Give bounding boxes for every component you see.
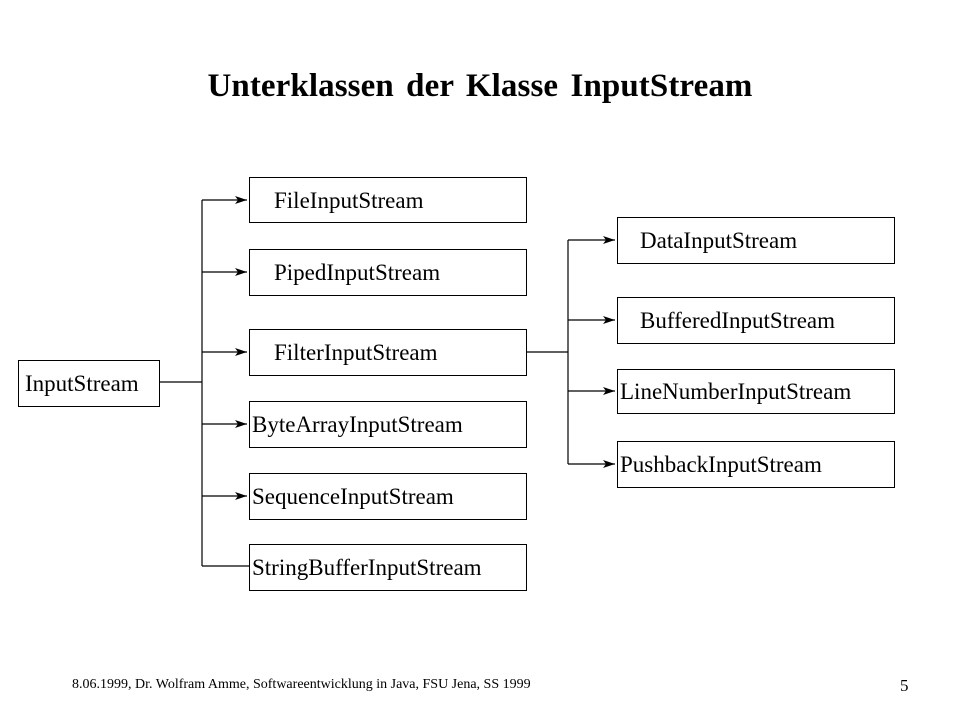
- class-label: PushbackInputStream: [620, 452, 822, 477]
- class-fileinputstream: FileInputStream: [249, 177, 527, 223]
- class-label: StringBufferInputStream: [252, 555, 482, 580]
- class-label: ByteArrayInputStream: [252, 412, 463, 437]
- class-pipedinputstream: PipedInputStream: [249, 249, 527, 296]
- class-label: SequenceInputStream: [252, 484, 454, 509]
- slide-title: Unterklassen der Klasse InputStream: [207, 68, 753, 104]
- class-label: DataInputStream: [640, 228, 798, 253]
- class-label: PipedInputStream: [274, 260, 441, 285]
- class-pushbackinputstream: PushbackInputStream: [617, 441, 895, 488]
- page-number: 5: [900, 676, 909, 695]
- class-label: BufferedInputStream: [640, 308, 836, 333]
- class-stringbufferinputstream: StringBufferInputStream: [249, 544, 527, 591]
- class-bytearrayinputstream: ByteArrayInputStream: [249, 401, 527, 448]
- slide-footer: 8.06.1999, Dr. Wolfram Amme, Softwareent…: [72, 677, 531, 692]
- class-label: FileInputStream: [274, 187, 424, 213]
- class-inputstream: InputStream: [18, 360, 160, 407]
- class-filterinputstream: FilterInputStream: [249, 329, 527, 376]
- class-label: FilterInputStream: [274, 340, 438, 365]
- class-label: LineNumberInputStream: [620, 379, 852, 404]
- class-bufferedinputstream: BufferedInputStream: [617, 297, 895, 344]
- class-datainputstream: DataInputStream: [617, 217, 895, 264]
- class-linenumberinputstream: LineNumberInputStream: [617, 369, 895, 414]
- class-label: InputStream: [25, 371, 139, 396]
- class-sequenceinputstream: SequenceInputStream: [249, 473, 527, 520]
